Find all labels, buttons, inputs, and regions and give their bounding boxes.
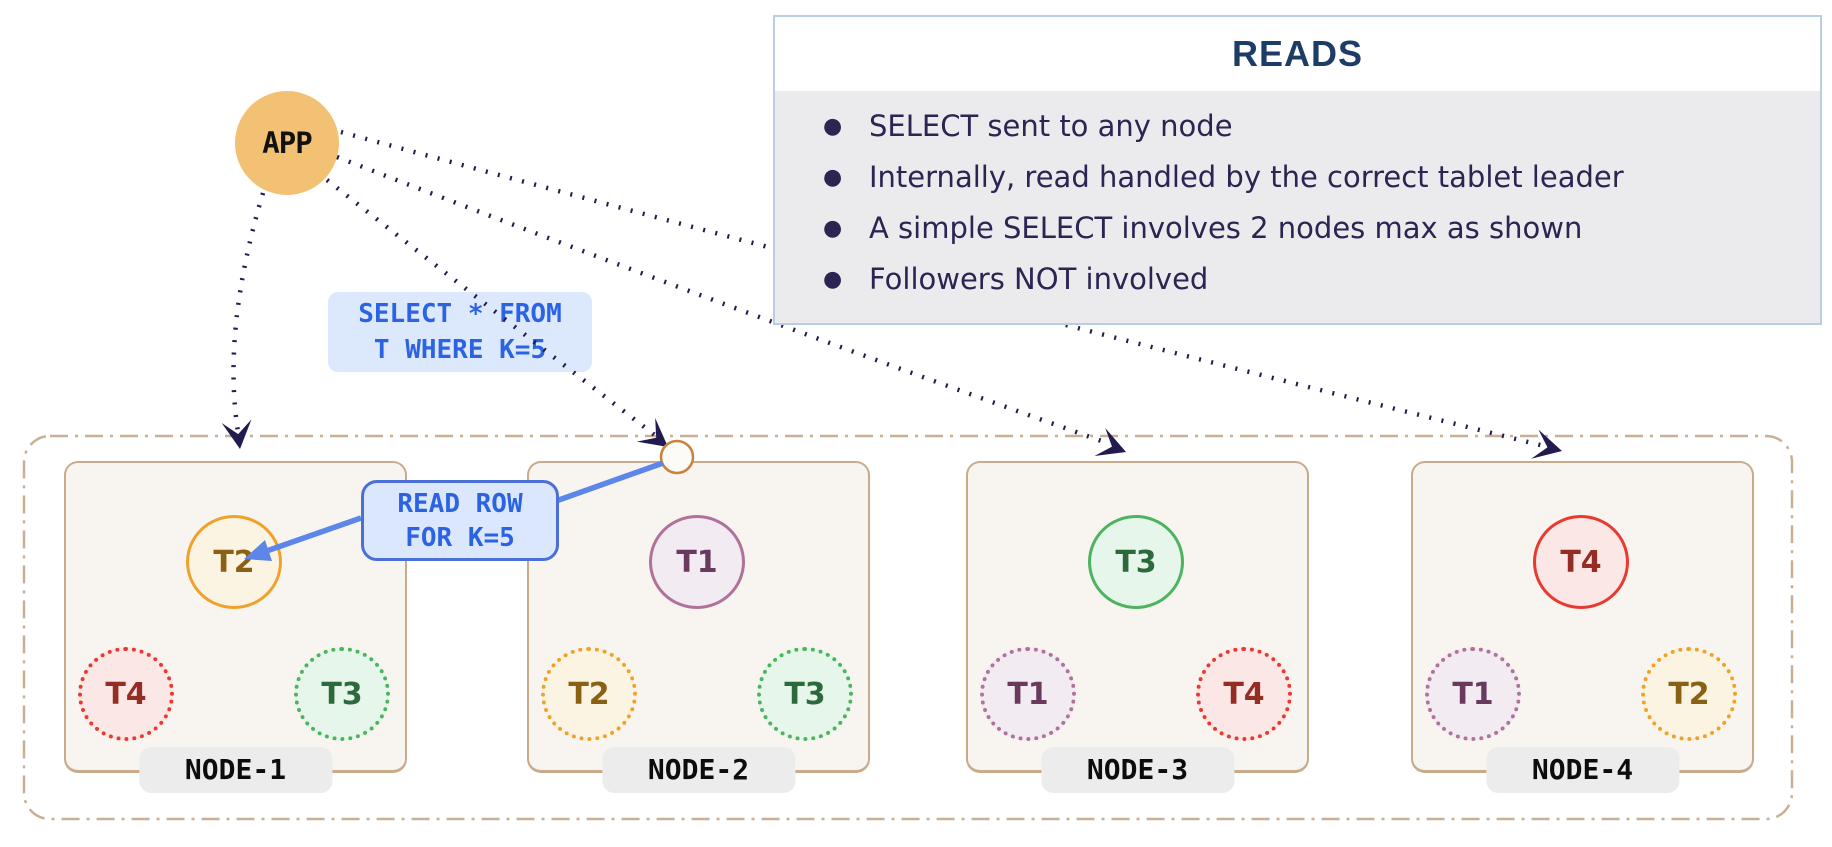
node-4-box: T4 T1 T2 NODE-4 <box>1411 461 1754 793</box>
read-row-line2: FOR K=5 <box>405 522 515 553</box>
tablet-follower: T1 <box>980 647 1076 741</box>
node-4-label: NODE-4 <box>1485 747 1680 793</box>
reads-panel-title: READS <box>775 17 1820 91</box>
reads-bullet: A simple SELECT involves 2 nodes max as … <box>823 203 1800 254</box>
arrowhead-node2 <box>636 417 668 447</box>
app-label: APP <box>262 126 312 160</box>
reads-bullet: Internally, read handled by the correct … <box>823 152 1800 203</box>
arrowhead-node1 <box>221 419 252 449</box>
read-row-line1: READ ROW <box>397 488 523 519</box>
tablet-leader: T1 <box>649 515 745 609</box>
tablet-follower: T2 <box>541 647 637 741</box>
tablet-follower: T3 <box>757 647 853 741</box>
tablet-follower: T2 <box>1641 647 1737 741</box>
tablet-follower: T4 <box>78 647 174 741</box>
arrow-app-to-node1 <box>231 192 266 433</box>
reads-panel: READS SELECT sent to any node Internally… <box>773 15 1822 325</box>
node-2-label: NODE-2 <box>601 747 796 793</box>
tablet-leader: T4 <box>1533 515 1629 609</box>
tablet-follower: T1 <box>1425 647 1521 741</box>
node-1-box: T2 T4 T3 NODE-1 <box>64 461 407 793</box>
select-query-line2: T WHERE K=5 <box>373 335 547 365</box>
read-row-callout: READ ROW FOR K=5 <box>361 480 559 561</box>
node-2-box: T1 T2 T3 NODE-2 <box>527 461 870 793</box>
node-3-label: NODE-3 <box>1040 747 1235 793</box>
reads-bullet: Followers NOT involved <box>823 254 1800 305</box>
select-query-label: SELECT * FROM T WHERE K=5 <box>328 292 592 372</box>
app-circle: APP <box>235 91 339 195</box>
dotted-arrowheads <box>221 417 1562 459</box>
select-query-line1: SELECT * FROM <box>358 299 562 329</box>
tablet-leader: T3 <box>1088 515 1184 609</box>
tablet-follower: T4 <box>1196 647 1292 741</box>
node-1-label: NODE-1 <box>138 747 333 793</box>
tablet-leader: T2 <box>186 515 282 609</box>
node-3-box: T3 T1 T4 NODE-3 <box>966 461 1309 793</box>
reads-bullet-list: SELECT sent to any node Internally, read… <box>775 91 1820 323</box>
tablet-follower: T3 <box>294 647 390 741</box>
reads-bullet: SELECT sent to any node <box>823 101 1800 152</box>
